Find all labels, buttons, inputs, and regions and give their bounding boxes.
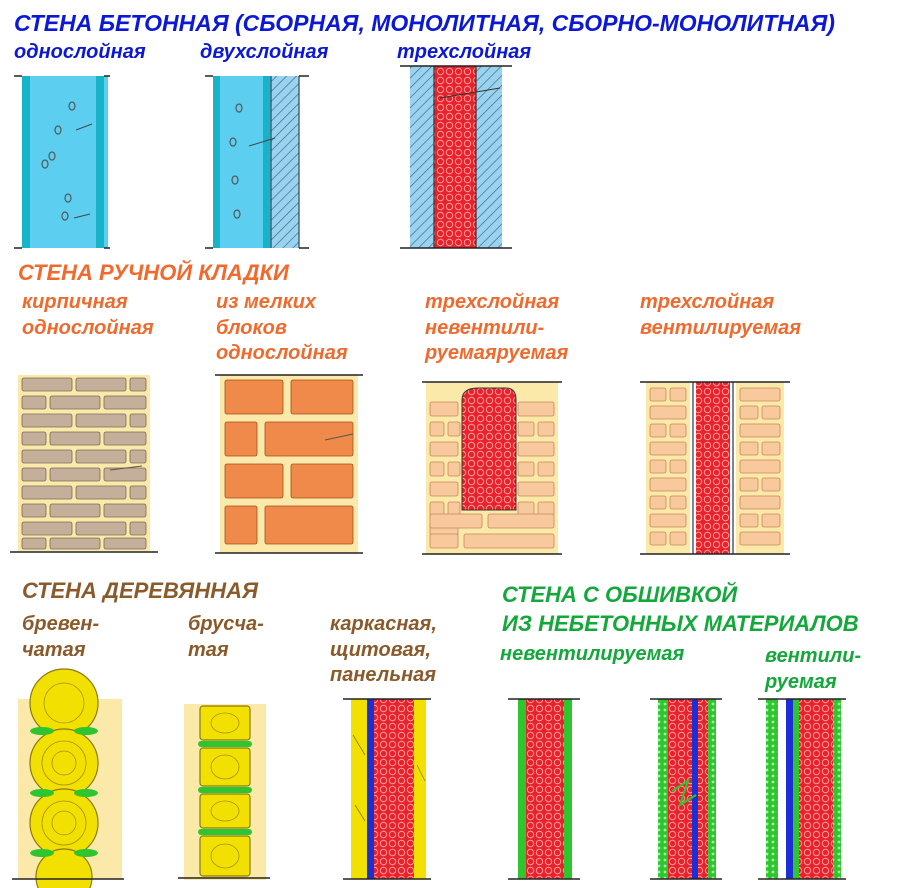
triple-nonventilated-masonry-label: трехслойная невентили- руемаяруемая xyxy=(425,291,569,365)
masonry-wall-heading: СТЕНА РУЧНОЙ КЛАДКИ xyxy=(18,260,289,285)
triple-ventilated-masonry-diagram xyxy=(640,381,790,555)
log-wall-diagram xyxy=(12,668,124,888)
clad-ventilated-label: вентили- руемая xyxy=(765,645,862,693)
concrete-triple-layer-label: трехслойная xyxy=(397,41,532,63)
frame-wall-label: каркасная, щитовая, панельная xyxy=(330,613,437,687)
concrete-single-layer-label: однослойная xyxy=(14,41,146,63)
concrete-wall-heading: СТЕНА БЕТОННАЯ (СБОРНАЯ, МОНОЛИТНАЯ, СБО… xyxy=(14,10,835,36)
wooden-wall-heading: СТЕНА ДЕРЕВЯННАЯ xyxy=(22,578,259,603)
clad-nonventilated-label: невентилируемая xyxy=(500,643,685,665)
triple-nonventilated-masonry-diagram xyxy=(422,381,562,555)
clad-wall-heading: СТЕНА С ОБШИВКОЙ ИЗ НЕБЕТОННЫХ МАТЕРИАЛО… xyxy=(502,582,859,637)
brick-single-layer-diagram xyxy=(10,375,158,553)
triple-ventilated-masonry-label: трехслойная вентилируемая xyxy=(640,291,802,339)
beam-wall-label: бруcча- тая xyxy=(188,613,264,661)
concrete-triple-layer-diagram xyxy=(400,65,512,249)
clad-nonventilated-diagram-1 xyxy=(508,698,580,880)
frame-wall-diagram xyxy=(343,698,431,880)
concrete-double-layer-diagram xyxy=(205,75,309,249)
log-wall-label: бревен- чатая xyxy=(22,613,100,661)
beam-wall-diagram xyxy=(178,704,270,880)
brick-single-layer-label: кирпичная однослойная xyxy=(22,291,154,339)
small-blocks-diagram xyxy=(215,374,363,554)
small-blocks-single-layer-label: из мелких блоков однослойная xyxy=(216,291,348,365)
clad-nonventilated-diagram-2 xyxy=(650,698,722,880)
clad-ventilated-diagram xyxy=(758,698,846,880)
concrete-double-layer-label: двухслойная xyxy=(200,41,329,63)
concrete-single-layer-diagram xyxy=(14,75,110,249)
